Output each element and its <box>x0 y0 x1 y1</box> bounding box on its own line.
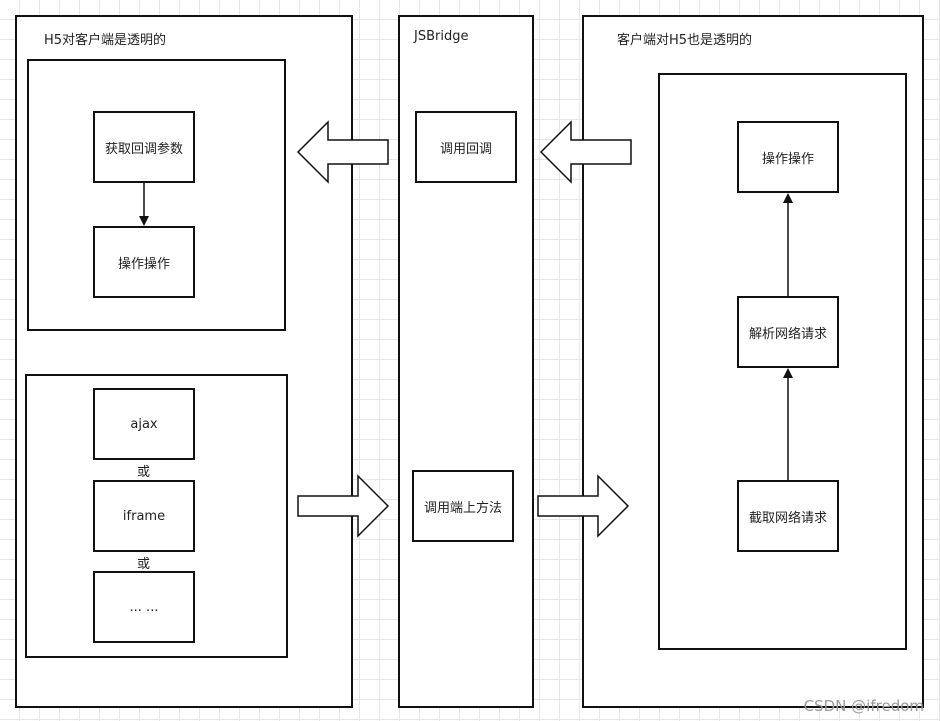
get-callback-params-node: 获取回调参数 <box>93 111 195 183</box>
native-panel-title: 客户端对H5也是透明的 <box>617 33 753 48</box>
other-method-node: ... ... <box>93 571 195 643</box>
watermark: CSDN @ifredom <box>803 697 924 715</box>
or-label-2: 或 <box>137 557 151 572</box>
h5-to-jsbridge-block-arrow <box>297 474 390 538</box>
or-label-1: 或 <box>137 465 151 480</box>
h5-operation-node: 操作操作 <box>93 226 195 298</box>
ajax-node: ajax <box>93 388 195 460</box>
h5-panel-title: H5对客户端是透明的 <box>44 33 167 48</box>
native-to-jsbridge-block-arrow <box>539 120 632 184</box>
parse-network-request-node: 解析网络请求 <box>737 296 839 368</box>
native-operation-node: 操作操作 <box>737 121 839 193</box>
iframe-node: iframe <box>93 480 195 552</box>
invoke-callback-node: 调用回调 <box>415 111 517 183</box>
jsbridge-panel-title: JSBridge <box>414 29 469 44</box>
intercept-network-request-node: 截取网络请求 <box>737 480 839 552</box>
jsbridge-to-h5-block-arrow <box>296 120 389 184</box>
call-native-method-node: 调用端上方法 <box>412 470 514 542</box>
jsbridge-to-native-block-arrow <box>537 474 630 538</box>
